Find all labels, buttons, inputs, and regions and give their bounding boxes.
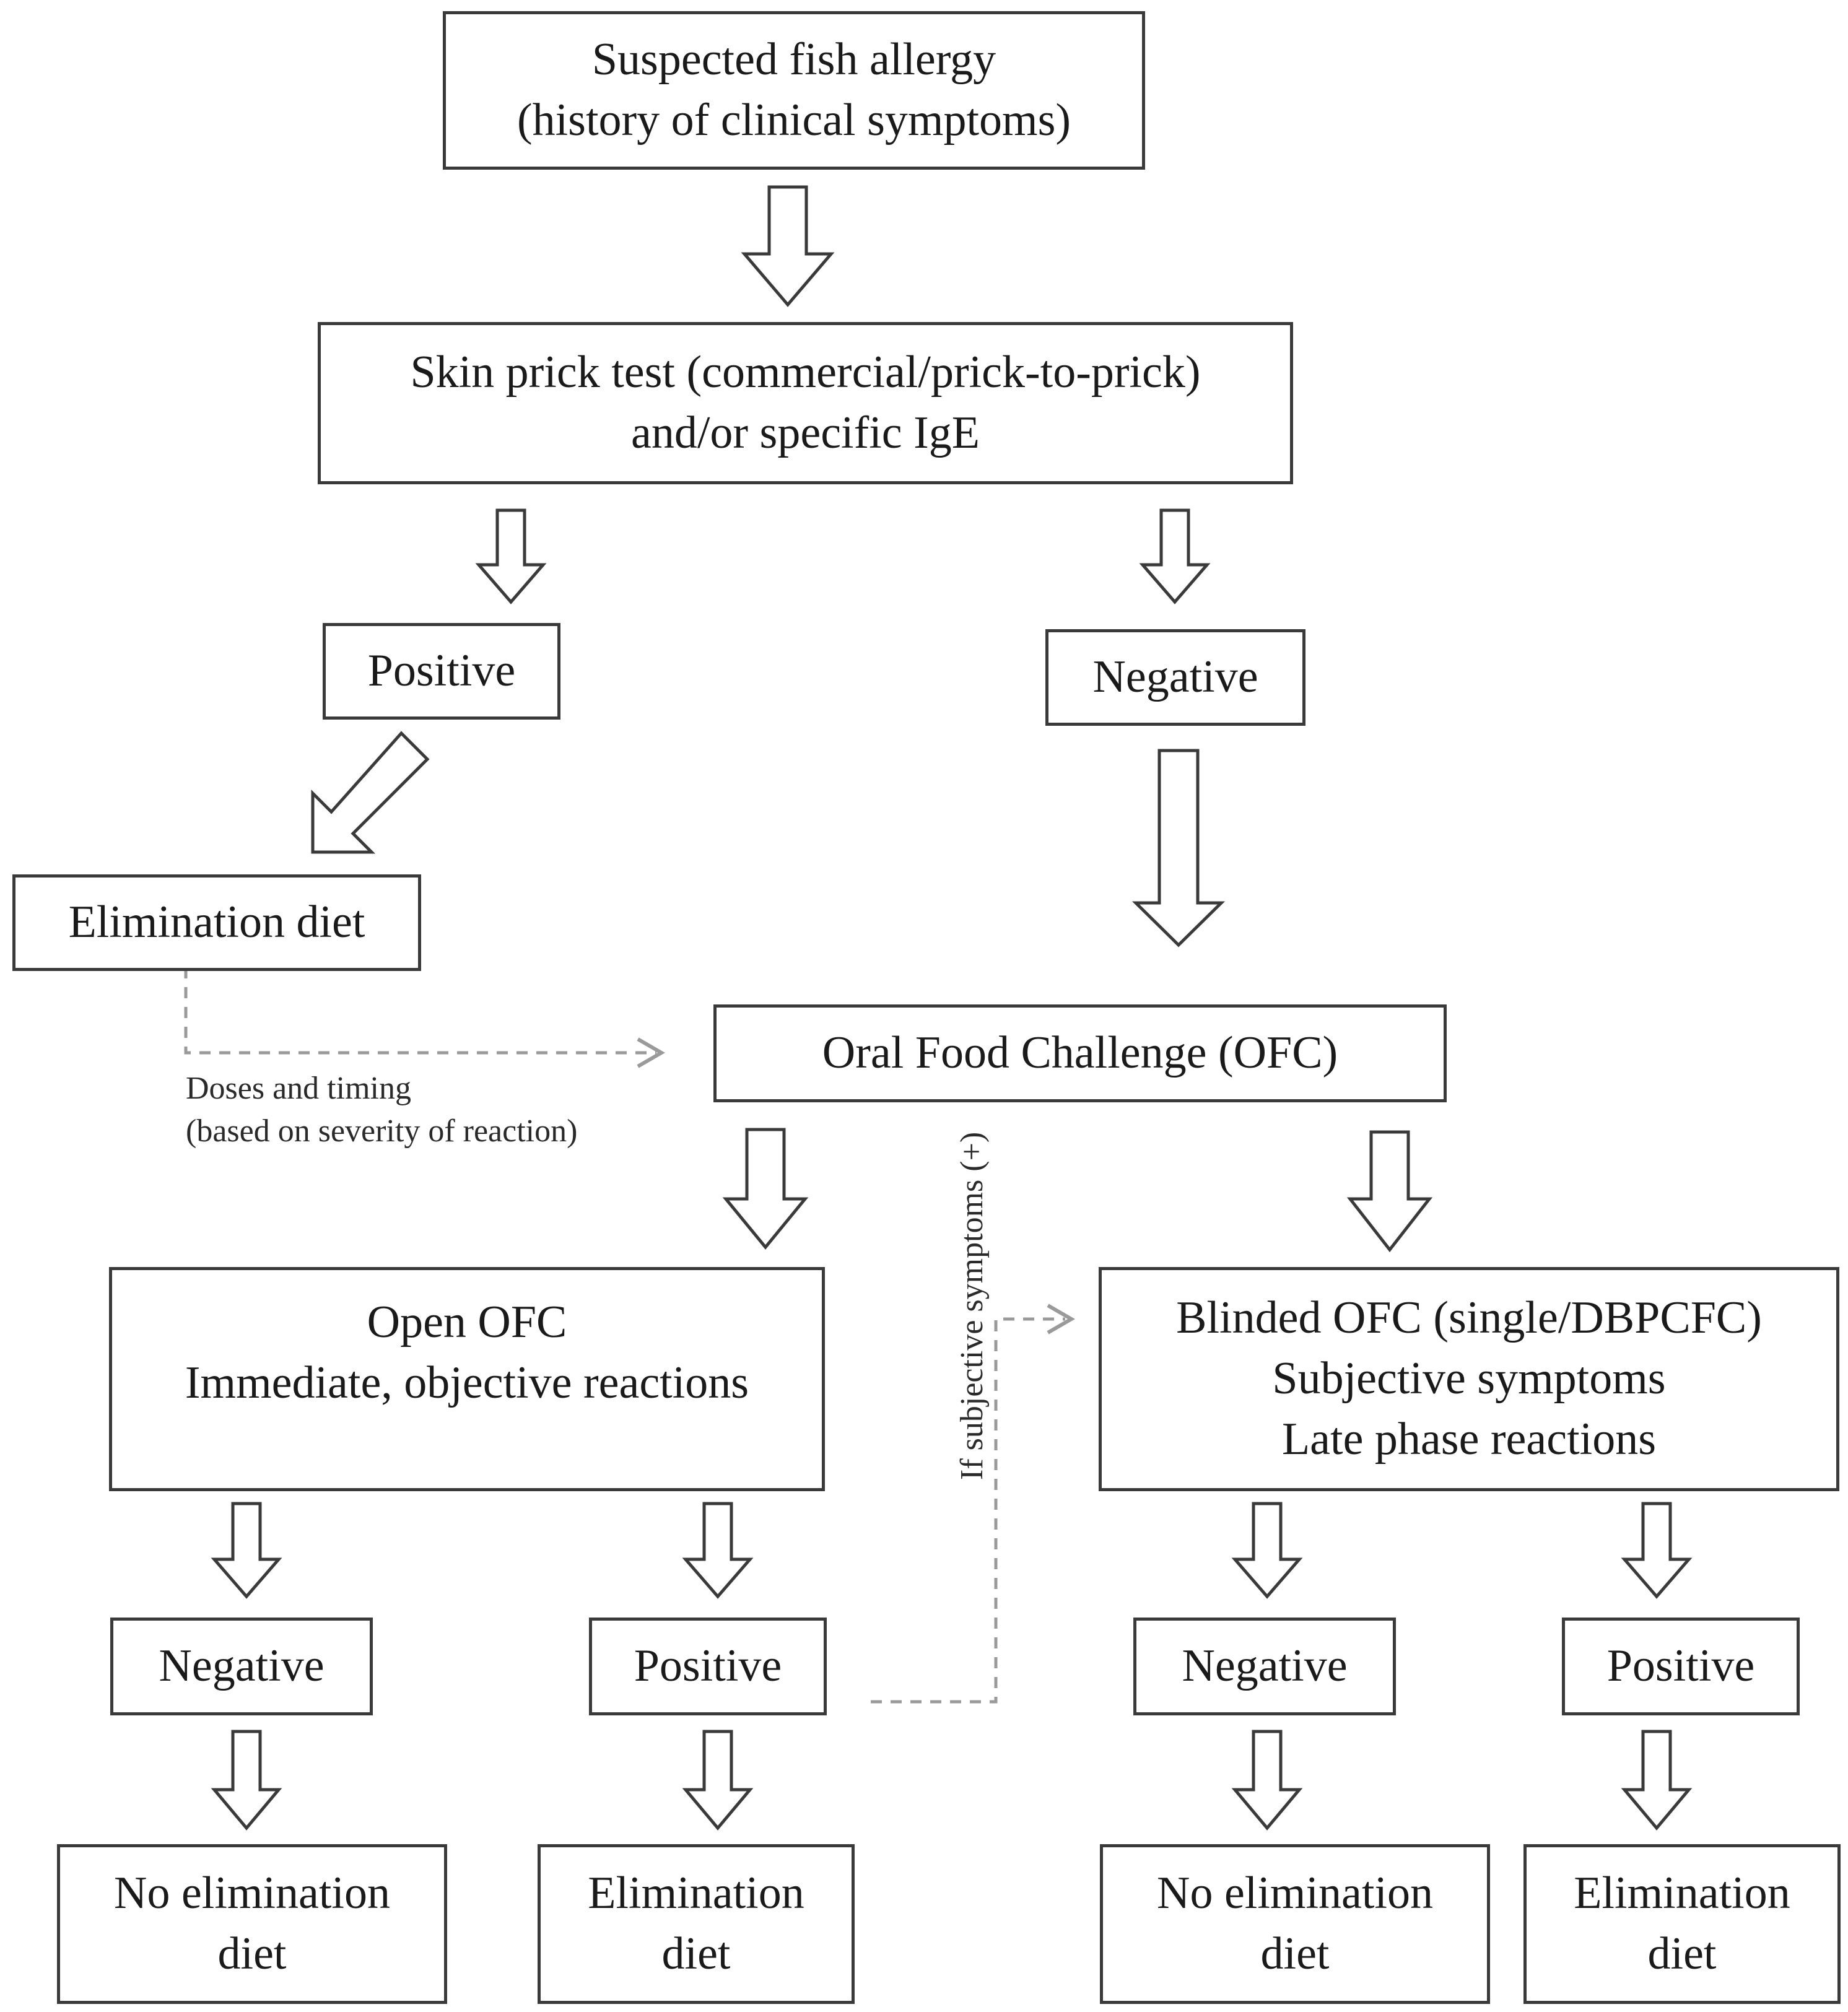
suspected-line-2: (history of clinical symptoms)	[516, 95, 1071, 146]
open-negative-label: Negative	[159, 1640, 325, 1692]
arrow-blinded-to-negative	[1231, 1502, 1303, 1599]
open-elim-line-1: Elimination	[588, 1868, 804, 1919]
box-open-ofc: Open OFC Immediate, objective reactions	[109, 1267, 825, 1491]
box-elimination-diet-1: Elimination diet	[12, 874, 421, 971]
elimination-diet-1-label: Elimination diet	[68, 897, 365, 948]
arrow-blinded-positive-to-elim	[1621, 1730, 1693, 1831]
open-positive-label: Positive	[634, 1640, 782, 1692]
box-open-positive: Positive	[589, 1618, 827, 1715]
box-negative-test: Negative	[1045, 629, 1305, 726]
arrow-suspected-to-skinprick	[741, 185, 835, 307]
positive-test-label: Positive	[367, 645, 516, 697]
arrow-ofc-to-blinded	[1346, 1130, 1433, 1253]
blinded-negative-label: Negative	[1182, 1640, 1348, 1692]
open-ofc-line-2: Immediate, objective reactions	[185, 1357, 749, 1408]
arrow-blinded-to-positive	[1621, 1502, 1693, 1599]
if-subjective-note: If subjective symptoms (+)	[954, 1131, 990, 1480]
blinded-ofc-line-3: Late phase reactions	[1281, 1413, 1657, 1465]
arrow-positive-to-elimination	[311, 731, 430, 854]
box-blinded-positive: Positive	[1562, 1618, 1800, 1715]
arrow-negative-to-ofc	[1131, 749, 1226, 947]
blinded-ofc-line-2: Subjective symptoms	[1272, 1353, 1666, 1404]
arrow-open-to-negative	[211, 1502, 282, 1599]
box-suspected-fish-allergy: Suspected fish allergy (history of clini…	[443, 11, 1145, 170]
blinded-elim-line-2: diet	[1647, 1928, 1717, 1979]
doses-timing-line-1: Doses and timing	[186, 1071, 411, 1106]
dashed-elimination-to-ofc-head	[637, 1037, 665, 1068]
open-no-elim-line-1: No elimination	[114, 1868, 390, 1919]
box-open-no-elimination-diet: No elimination diet	[57, 1844, 447, 2004]
box-positive-test: Positive	[323, 623, 560, 720]
box-blinded-ofc: Blinded OFC (single/DBPCFC) Subjective s…	[1099, 1267, 1839, 1491]
box-oral-food-challenge: Oral Food Challenge (OFC)	[713, 1004, 1447, 1102]
ofc-label: Oral Food Challenge (OFC)	[822, 1027, 1338, 1079]
arrow-open-negative-to-no-elim	[211, 1730, 282, 1831]
dashed-positive-to-blinded	[871, 1317, 1065, 1704]
arrow-open-to-positive	[682, 1502, 754, 1599]
blinded-no-elim-line-2: diet	[1260, 1928, 1330, 1979]
blinded-elim-line-1: Elimination	[1574, 1868, 1790, 1919]
doses-timing-line-2: (based on severity of reaction)	[186, 1113, 578, 1149]
arrow-skinprick-to-negative	[1139, 508, 1211, 604]
open-elim-line-2: diet	[661, 1928, 731, 1979]
blinded-positive-label: Positive	[1606, 1640, 1755, 1692]
box-blinded-elimination-diet: Elimination diet	[1523, 1844, 1841, 2004]
box-blinded-no-elimination-diet: No elimination diet	[1100, 1844, 1490, 2004]
arrow-open-positive-to-elim	[682, 1730, 754, 1831]
box-open-negative: Negative	[110, 1618, 373, 1715]
open-no-elim-line-2: diet	[217, 1928, 287, 1979]
doses-timing-note: Doses and timing (based on severity of r…	[186, 1068, 577, 1152]
open-ofc-line-1: Open OFC	[367, 1297, 567, 1348]
dashed-elimination-to-ofc	[184, 967, 656, 1055]
suspected-line-1: Suspected fish allergy	[591, 34, 996, 85]
arrow-skinprick-to-positive	[475, 508, 547, 604]
skin-prick-line-2: and/or specific IgE	[631, 407, 980, 458]
blinded-no-elim-line-1: No elimination	[1157, 1868, 1433, 1919]
arrow-blinded-negative-to-no-elim	[1231, 1730, 1303, 1831]
box-skin-prick-test: Skin prick test (commercial/prick-to-pri…	[318, 322, 1293, 484]
negative-test-label: Negative	[1092, 651, 1258, 703]
blinded-ofc-line-1: Blinded OFC (single/DBPCFC)	[1176, 1292, 1762, 1344]
arrow-ofc-to-open	[722, 1128, 809, 1250]
box-open-elimination-diet: Elimination diet	[538, 1844, 855, 2004]
box-blinded-negative: Negative	[1133, 1618, 1396, 1715]
skin-prick-line-1: Skin prick test (commercial/prick-to-pri…	[410, 347, 1201, 398]
dashed-positive-to-blinded-head	[1047, 1304, 1075, 1335]
